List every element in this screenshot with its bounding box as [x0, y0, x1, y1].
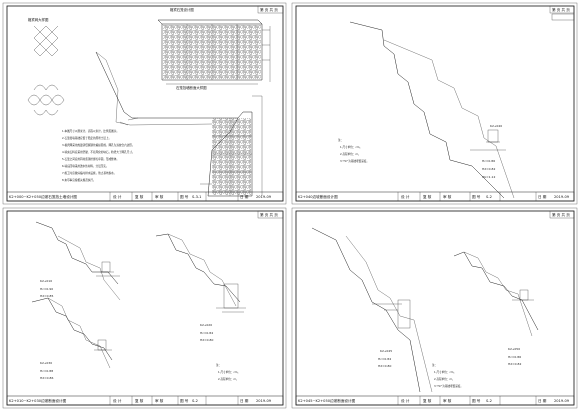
svg-text:2.高程单位：m。: 2.高程单位：m。: [434, 377, 455, 381]
svg-text:设 计: 设 计: [113, 194, 122, 199]
svg-text:第 页 共 页: 第 页 共 页: [552, 7, 570, 12]
svg-text:K2+040边坡断面设计图: K2+040边坡断面设计图: [298, 194, 338, 199]
svg-text:K2+050: K2+050: [508, 347, 520, 351]
svg-text:注：: 注：: [338, 138, 343, 142]
svg-text:Hd=0.82: Hd=0.82: [482, 167, 495, 171]
station-label: K2+040: [490, 124, 502, 128]
svg-text:审 核: 审 核: [443, 398, 452, 403]
svg-text:K2+000~K2+050边坡石笼挡土墙设计图: K2+000~K2+050边坡石笼挡土墙设计图: [9, 194, 77, 199]
svg-text:K2+045~K2+050边坡断面设计图: K2+045~K2+050边坡断面设计图: [298, 398, 356, 403]
svg-text:设 计: 设 计: [401, 398, 410, 403]
slope-section-bl-1: [35, 221, 121, 301]
svg-text:2019-09: 2019-09: [554, 195, 570, 199]
notes-bottom-left: 注： 1.尺寸单位：cm。 2.高程单位：m。: [216, 363, 240, 381]
sheet-bottom-left: 第 页 共 页 K2+010 Hc=0.90 Hd=0.85 K2+020 Hc…: [2, 207, 287, 409]
svg-text:Hb=1.12: Hb=1.12: [482, 175, 495, 179]
svg-text:6.墙后回填采用透水性材料，分层压实。: 6.墙后回填采用透水性材料，分层压实。: [62, 164, 109, 168]
svg-text:2.高程单位：m。: 2.高程单位：m。: [218, 377, 239, 381]
svg-text:Hd=0.82: Hd=0.82: [508, 362, 521, 366]
svg-text:审 核: 审 核: [155, 194, 164, 199]
svg-text:2019-09: 2019-09: [256, 399, 272, 403]
svg-text:日 期: 日 期: [240, 398, 249, 403]
corner-box: 第 页 共 页: [260, 7, 278, 12]
svg-text:2019-09: 2019-09: [256, 195, 272, 199]
svg-text:第 页 共 页: 第 页 共 页: [552, 212, 570, 217]
svg-text:Hd=0.80: Hd=0.80: [200, 338, 213, 342]
svg-text:复 核: 复 核: [135, 194, 144, 199]
svg-text:设 计: 设 计: [113, 398, 122, 403]
svg-text:审 核: 审 核: [155, 398, 164, 403]
notes-bottom-right: 注： 1.尺寸单位：cm。 2.高程单位：m。 3."Hc"为基础埋置深度。: [432, 363, 463, 388]
svg-text:K2+030: K2+030: [40, 361, 52, 365]
svg-text:图 号: 图 号: [472, 398, 481, 403]
svg-text:K2+010~K2+030边坡断面设计图: K2+010~K2+030边坡断面设计图: [9, 398, 67, 403]
section-label: 石笼挡墙断面大样图: [176, 85, 207, 90]
svg-text:Hc=0.84: Hc=0.84: [378, 357, 391, 361]
slope-section-top-right: [349, 21, 515, 199]
svg-text:1.尺寸单位：cm。: 1.尺寸单位：cm。: [218, 370, 240, 374]
sheet-top-left: 第 页 共 页 格宾网大样图 格宾石笼设计图 石笼挡墙断面大样图: [2, 2, 287, 205]
svg-text:K2+020: K2+020: [200, 323, 212, 327]
svg-text:2.高程单位：m。: 2.高程单位：m。: [340, 152, 361, 156]
title-block-top-right: K2+040边坡断面设计图 设 计 复 核 审 核 图 号 S-2 日 期 20…: [295, 191, 575, 202]
detail-title: 格宾石笼设计图: [170, 7, 194, 12]
svg-text:图 号: 图 号: [180, 398, 189, 403]
gabion-box-detail: [157, 19, 271, 85]
notes-top-right: 注： 1.尺寸单位：cm。 2.高程单位：m。 3."Hc"为基础埋置深度。: [338, 138, 369, 163]
svg-text:Hc=0.90: Hc=0.90: [40, 287, 53, 291]
title-block-bottom-right: K2+045~K2+050边坡断面设计图 设 计 复 核 审 核 图 号 S-2…: [295, 395, 575, 406]
svg-text:1.本图尺寸以厘米计，高程以米计，比例见图示。: 1.本图尺寸以厘米计，高程以米计，比例见图示。: [62, 129, 119, 133]
svg-text:Hc=0.88: Hc=0.88: [40, 369, 53, 373]
svg-text:8.未尽事宜按相关规范执行。: 8.未尽事宜按相关规范执行。: [62, 178, 96, 182]
title-block-top-left: K2+000~K2+050边坡石笼挡土墙设计图 设 计 复 核 审 核 图 号 …: [6, 191, 284, 202]
svg-text:3.格宾网采用热镀锌低碳钢丝编织而成，网孔为双绞合六边形。: 3.格宾网采用热镀锌低碳钢丝编织而成，网孔为双绞合六边形。: [62, 143, 135, 147]
sheet-bottom-right: 第 页 共 页 K2+045 Hc=0.84 Hd=0.80 K2+050 Hc…: [291, 207, 578, 409]
svg-text:注：: 注：: [216, 363, 221, 367]
svg-text:5.石笼之间应用同材质钢丝绑扎牢固，形成整体。: 5.石笼之间应用同材质钢丝绑扎牢固，形成整体。: [62, 157, 119, 161]
svg-text:7.施工时应做好临时排水设施，防止基坑积水。: 7.施工时应做好临时排水设施，防止基坑积水。: [62, 171, 116, 175]
svg-text:Hc=0.86: Hc=0.86: [482, 159, 495, 163]
svg-text:2019-09: 2019-09: [554, 399, 570, 403]
svg-text:复 核: 复 核: [423, 398, 432, 403]
svg-text:Hd=0.80: Hd=0.80: [378, 364, 391, 368]
slope-section-br-2: [453, 251, 539, 337]
svg-text:2.石笼挡墙基础应置于稳定的原状土层上。: 2.石笼挡墙基础应置于稳定的原状土层上。: [62, 136, 111, 140]
svg-text:复 核: 复 核: [135, 398, 144, 403]
title-block-bottom-left: K2+010~K2+030边坡断面设计图 设 计 复 核 审 核 图 号 S-2…: [6, 395, 284, 406]
slope-section-br-1: [311, 227, 433, 393]
svg-text:图 号: 图 号: [472, 194, 481, 199]
gabion-mesh-diagram: [27, 25, 65, 116]
slope-section-bl-2: [155, 233, 246, 313]
svg-text:3."Hc"为基础埋置深度。: 3."Hc"为基础埋置深度。: [434, 384, 463, 388]
svg-text:日 期: 日 期: [240, 194, 249, 199]
svg-text:S-2: S-2: [486, 399, 492, 403]
svg-text:4.填充石料应采用坚硬、不易风化的块石，粒径大于网孔尺寸。: 4.填充石料应采用坚硬、不易风化的块石，粒径大于网孔尺寸。: [62, 150, 135, 154]
svg-text:第 页 共 页: 第 页 共 页: [260, 212, 278, 217]
svg-text:S-2: S-2: [486, 195, 492, 199]
notes-top-left: 1.本图尺寸以厘米计，高程以米计，比例见图示。 2.石笼挡墙基础应置于稳定的原状…: [62, 129, 135, 182]
svg-text:Hd=0.86: Hd=0.86: [40, 376, 53, 380]
svg-text:Hc=0.84: Hc=0.84: [200, 331, 213, 335]
svg-text:日 期: 日 期: [538, 398, 547, 403]
sheet-top-right: 第 页 共 页 K2+040 Hc=0.86 Hd=0.82 Hb=1.12 注…: [291, 2, 578, 205]
slope-section-bl-3: [31, 297, 113, 369]
svg-text:注：: 注：: [432, 363, 437, 367]
slope-section-top-left: [95, 51, 263, 197]
svg-text:K2+045: K2+045: [380, 349, 392, 353]
svg-text:日 期: 日 期: [538, 194, 547, 199]
svg-text:图 号: 图 号: [180, 194, 189, 199]
svg-text:3."Hc"为基础埋置深度。: 3."Hc"为基础埋置深度。: [340, 159, 369, 163]
svg-text:S-3-1: S-3-1: [192, 195, 201, 199]
svg-text:Hc=0.86: Hc=0.86: [508, 355, 521, 359]
svg-text:设 计: 设 计: [401, 194, 410, 199]
svg-text:审 核: 审 核: [443, 194, 452, 199]
svg-text:复 核: 复 核: [423, 194, 432, 199]
svg-text:K2+010: K2+010: [40, 279, 52, 283]
svg-text:1.尺寸单位：cm。: 1.尺寸单位：cm。: [340, 145, 362, 149]
svg-text:S-2: S-2: [192, 399, 198, 403]
mesh-title: 格宾网大样图: [28, 17, 49, 22]
svg-text:Hd=0.85: Hd=0.85: [40, 294, 53, 298]
svg-text:1.尺寸单位：cm。: 1.尺寸单位：cm。: [434, 370, 456, 374]
